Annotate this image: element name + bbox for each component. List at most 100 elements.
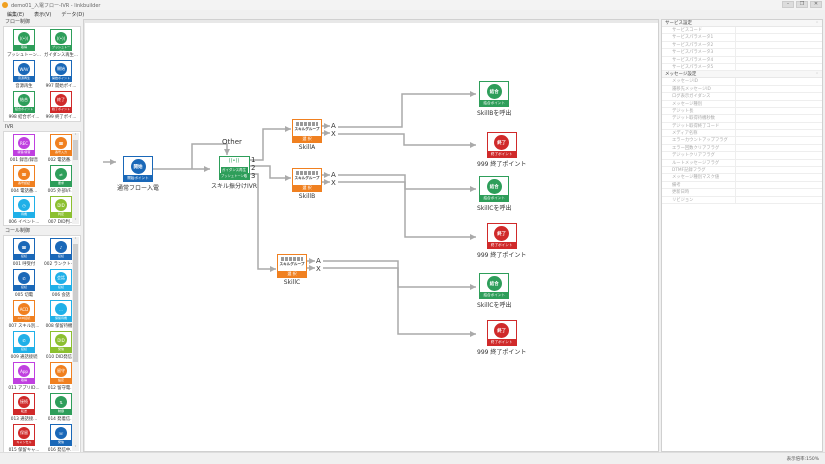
property-value[interactable]	[736, 152, 822, 158]
property-value[interactable]	[736, 115, 822, 121]
property-row[interactable]: サービスパラメータ5	[662, 63, 822, 72]
property-row[interactable]: サービスパラメータ3	[662, 49, 822, 57]
property-value[interactable]	[736, 197, 822, 203]
property-row[interactable]: サービスコード	[662, 27, 822, 35]
skillC-X-to-end[interactable]	[323, 267, 476, 335]
property-row[interactable]: デジット取得待機秒数	[662, 115, 822, 123]
property-value[interactable]	[736, 78, 822, 84]
palette-item[interactable]: 結合 結合ポイント 998 結合ポイ...	[7, 91, 41, 120]
ivr-2-to-skillB[interactable]	[242, 165, 291, 179]
property-value[interactable]	[736, 49, 822, 55]
skillC-A-to-joinC[interactable]	[323, 260, 476, 288]
palette-item[interactable]: DID 判定 007 DID判...	[44, 196, 78, 225]
palette-item[interactable]: ((•)) 取得 プッシュトーン...	[7, 29, 41, 58]
property-row[interactable]: メッセージ種別	[662, 100, 822, 108]
property-row[interactable]: サービスパラメータ2	[662, 41, 822, 50]
property-value[interactable]	[736, 93, 822, 99]
skillB-X-to-joinC[interactable]	[338, 181, 476, 190]
flow-node-ivr[interactable]: ((•)) ガイダンス再生 プッシュトーン取得スキル振分けIVR	[211, 156, 257, 190]
palette-item[interactable]: ♪ 接続 002 ランクトー...	[44, 238, 78, 267]
restore-button[interactable]: ❐	[796, 1, 808, 8]
property-row[interactable]: メディア名称	[662, 130, 822, 138]
ivr-scrollbar[interactable]: ˄˅	[72, 133, 79, 224]
palette-item[interactable]: WAV 音源再生 音源再生	[7, 60, 41, 89]
ivr-3-to-skillC[interactable]	[242, 173, 276, 270]
property-row[interactable]: DTMF記録フラグ	[662, 167, 822, 175]
menu-view[interactable]: 表示(V)	[34, 12, 52, 18]
property-value[interactable]	[736, 145, 822, 151]
property-value[interactable]	[736, 167, 822, 173]
menu-edit[interactable]: 編集(E)	[7, 12, 25, 18]
call-control-scrollbar[interactable]: ˄˅	[72, 237, 79, 451]
palette-item[interactable]: ✆ 接続 009 通話接続	[7, 331, 41, 360]
palette-item[interactable]: ☎ 番号認証 004 電話番...	[7, 165, 41, 194]
palette-item[interactable]: ◷ 待機 006 イベント...	[7, 196, 41, 225]
ivr-1-to-skillA[interactable]	[242, 128, 291, 161]
palette-item[interactable]: 終了 終了ポイント 999 終了ポイ...	[44, 91, 78, 120]
property-row[interactable]: デジット取得終了コード	[662, 122, 822, 131]
skillA-X-to-end[interactable]	[338, 133, 476, 146]
palette-item[interactable]: DID 発信 010 DID発信...	[44, 331, 78, 360]
property-value[interactable]	[736, 57, 822, 63]
property-value[interactable]	[736, 64, 822, 70]
property-row[interactable]: 更新日時	[662, 189, 822, 197]
palette-item[interactable]: 会話 接続 006 会話	[44, 269, 78, 298]
property-row[interactable]: エラーカウントアップフラグ	[662, 137, 822, 145]
property-row[interactable]: 備考	[662, 181, 822, 190]
close-button[interactable]: ✕	[810, 1, 822, 8]
palette-item[interactable]: ☎ 番号入力 002 電話番...	[44, 134, 78, 163]
property-row[interactable]: メッセージID	[662, 78, 822, 86]
skillB-A-to-end[interactable]	[338, 174, 476, 238]
property-value[interactable]	[736, 137, 822, 143]
menu-data[interactable]: データ(D)	[61, 12, 85, 18]
property-row[interactable]: メッセージ種別マスク値	[662, 174, 822, 182]
property-value[interactable]	[736, 174, 822, 180]
minimize-button[interactable]: –	[782, 1, 794, 8]
property-row[interactable]: ログ表示ガイダンス	[662, 93, 822, 101]
palette-item[interactable]: … 保留待機 008 保留待機...	[44, 300, 78, 329]
property-row[interactable]: エラー回数クリアフラグ	[662, 144, 822, 153]
palette-item[interactable]: ☏ 発信 016 発信中...	[44, 424, 78, 452]
flow-node-start[interactable]: 開始 開始ポイント通常フロー入電	[117, 156, 159, 192]
property-value[interactable]	[736, 42, 822, 48]
property-value[interactable]	[736, 86, 822, 92]
property-row[interactable]: サービスパラメータ4	[662, 56, 822, 64]
skillA-A-to-joinB[interactable]	[338, 93, 476, 128]
palette-item[interactable]: ⇅ 制御 014 発着信...	[44, 393, 78, 422]
property-value[interactable]	[736, 160, 822, 166]
collapse-icon[interactable]: ˄	[816, 72, 818, 78]
palette-item[interactable]: ⇄ 要求 005 外部I/F...	[44, 165, 78, 194]
property-value[interactable]	[736, 189, 822, 195]
property-value[interactable]	[736, 108, 822, 114]
property-row[interactable]: ルートメッセージフラグ	[662, 159, 822, 168]
property-value[interactable]	[736, 101, 822, 107]
palette-item[interactable]: ✆ 接続 005 切電	[7, 269, 41, 298]
palette-item[interactable]: ☎ 接続 001 呼受付	[7, 238, 41, 267]
palette-item[interactable]: 開始 開始ポイント 997 開始ポイ...	[44, 60, 78, 89]
palette-item[interactable]: REC 録音/録音 001 録音/録音	[7, 134, 41, 163]
palette-item[interactable]: 接続 転送 013 通話接...	[7, 393, 41, 422]
property-value[interactable]	[736, 27, 822, 33]
property-value[interactable]	[736, 34, 822, 40]
property-row[interactable]: リビジョン	[662, 196, 822, 204]
palette-item[interactable]: ACD ACD接続 007 スキル別...	[7, 300, 41, 329]
property-row[interactable]: サービスパラメータ1	[662, 34, 822, 42]
property-value[interactable]	[736, 182, 822, 188]
collapse-icon[interactable]: ˄	[816, 21, 818, 26]
palette-item[interactable]: ((•)) プッシュトーン取得 ガイダンス再生...	[44, 29, 78, 58]
property-row[interactable]: デジット長	[662, 107, 822, 116]
property-section-header[interactable]: メッセージ設定˄	[662, 71, 822, 79]
property-value[interactable]	[736, 130, 822, 136]
palette-item[interactable]: 保留 キャンセル 015 保留キャ...	[7, 424, 41, 452]
property-row[interactable]: 遷移先メッセージID	[662, 85, 822, 94]
